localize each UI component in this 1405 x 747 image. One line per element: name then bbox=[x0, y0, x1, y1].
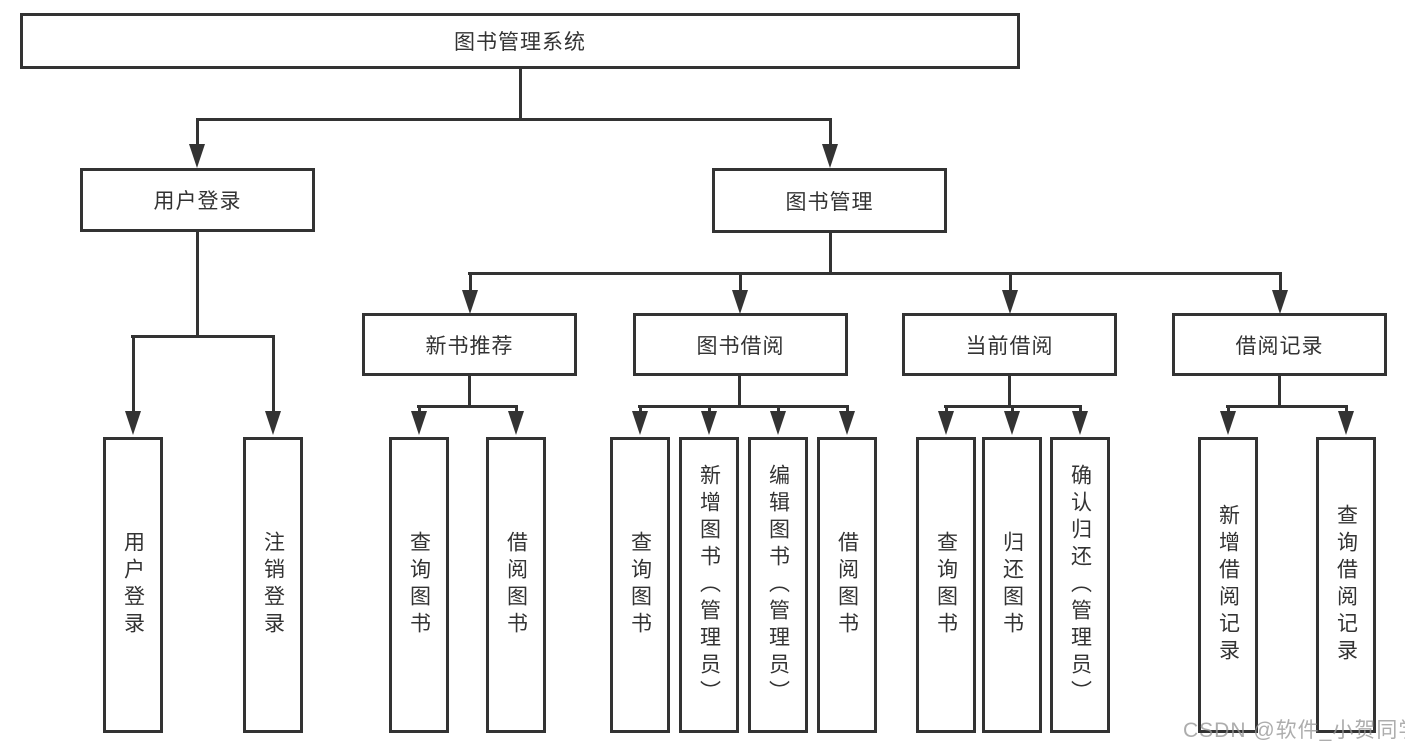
leaf-logout-label: 注销登录 bbox=[261, 531, 285, 639]
connector-arrowhead-icon bbox=[125, 411, 141, 435]
connector-arrowhead-icon bbox=[770, 411, 786, 435]
connector-arrowhead-icon bbox=[462, 290, 478, 314]
connector-arrow-shaft bbox=[1345, 405, 1348, 413]
node-borrow-records: 借阅记录 bbox=[1172, 313, 1387, 376]
leaf-recommend-query-book-label: 查询图书 bbox=[407, 531, 431, 639]
connector-vertical-line bbox=[738, 375, 741, 405]
leaf-user-login: 用户登录 bbox=[103, 437, 163, 733]
leaf-query-borrow-record: 查询借阅记录 bbox=[1316, 437, 1376, 733]
connector-arrow-shaft bbox=[515, 405, 518, 413]
connector-arrow-shaft bbox=[777, 405, 780, 413]
leaf-logout: 注销登录 bbox=[243, 437, 303, 733]
leaf-borrow-query-book: 查询图书 bbox=[610, 437, 670, 733]
node-current-borrow: 当前借阅 bbox=[902, 313, 1117, 376]
leaf-edit-book-admin: 编辑图书（管理员） bbox=[748, 437, 808, 733]
connector-horizontal-line bbox=[417, 405, 518, 408]
leaf-add-book-admin: 新增图书（管理员） bbox=[679, 437, 739, 733]
connector-vertical-line bbox=[1278, 375, 1281, 405]
leaf-query-borrow-record-label: 查询借阅记录 bbox=[1334, 504, 1358, 666]
leaf-borrow-query-book-label: 查询图书 bbox=[628, 531, 652, 639]
leaf-edit-book-admin-label: 编辑图书（管理员） bbox=[766, 463, 790, 707]
node-new-book-recommend: 新书推荐 bbox=[362, 313, 577, 376]
connector-arrow-shaft bbox=[469, 272, 472, 292]
connector-arrowhead-icon bbox=[411, 411, 427, 435]
connector-arrow-shaft bbox=[708, 405, 711, 413]
leaf-return-book-label: 归还图书 bbox=[1000, 531, 1024, 639]
connector-vertical-line bbox=[196, 231, 199, 335]
leaf-borrow-book: 借阅图书 bbox=[817, 437, 877, 733]
watermark: CSDN @软件_小贺同学 bbox=[1183, 719, 1405, 742]
connector-vertical-line bbox=[1008, 375, 1011, 405]
connector-arrowhead-icon bbox=[1272, 290, 1288, 314]
connector-arrowhead-icon bbox=[265, 411, 281, 435]
leaf-confirm-return-admin: 确认归还（管理员） bbox=[1050, 437, 1110, 733]
connector-arrowhead-icon bbox=[701, 411, 717, 435]
connector-arrowhead-icon bbox=[938, 411, 954, 435]
connector-arrow-shaft bbox=[846, 405, 849, 413]
connector-horizontal-line bbox=[638, 405, 849, 408]
connector-vertical-line bbox=[519, 69, 522, 118]
connector-arrow-shaft bbox=[739, 272, 742, 292]
node-user-login: 用户登录 bbox=[80, 168, 315, 232]
connector-arrowhead-icon bbox=[1338, 411, 1354, 435]
connector-arrow-shaft bbox=[829, 118, 832, 146]
leaf-add-book-admin-label: 新增图书（管理员） bbox=[697, 463, 721, 707]
connector-arrowhead-icon bbox=[822, 144, 838, 168]
connector-arrow-shaft bbox=[1227, 405, 1230, 413]
connector-arrowhead-icon bbox=[732, 290, 748, 314]
connector-arrowhead-icon bbox=[508, 411, 524, 435]
leaf-add-borrow-record-label: 新增借阅记录 bbox=[1216, 504, 1240, 666]
connector-arrow-shaft bbox=[1079, 405, 1082, 413]
connector-arrow-shaft bbox=[132, 335, 135, 413]
leaf-current-query-book: 查询图书 bbox=[916, 437, 976, 733]
node-book-borrow: 图书借阅 bbox=[633, 313, 848, 376]
connector-vertical-line bbox=[468, 375, 471, 405]
leaf-recommend-borrow-book: 借阅图书 bbox=[486, 437, 546, 733]
connector-arrow-shaft bbox=[945, 405, 948, 413]
node-book-management: 图书管理 bbox=[712, 168, 947, 233]
connector-arrow-shaft bbox=[1279, 272, 1282, 292]
leaf-recommend-query-book: 查询图书 bbox=[389, 437, 449, 733]
connector-arrow-shaft bbox=[418, 405, 421, 413]
leaf-borrow-book-label: 借阅图书 bbox=[835, 531, 859, 639]
connector-arrow-shaft bbox=[1009, 272, 1012, 292]
connector-arrowhead-icon bbox=[1220, 411, 1236, 435]
connector-arrowhead-icon bbox=[632, 411, 648, 435]
leaf-current-query-book-label: 查询图书 bbox=[934, 531, 958, 639]
connector-arrow-shaft bbox=[196, 118, 199, 146]
leaf-recommend-borrow-book-label: 借阅图书 bbox=[504, 531, 528, 639]
connector-arrow-shaft bbox=[1011, 405, 1014, 413]
connector-vertical-line bbox=[829, 232, 832, 272]
connector-arrowhead-icon bbox=[1072, 411, 1088, 435]
leaf-add-borrow-record: 新增借阅记录 bbox=[1198, 437, 1258, 733]
connector-arrow-shaft bbox=[639, 405, 642, 413]
leaf-user-login-label: 用户登录 bbox=[121, 531, 145, 639]
node-root: 图书管理系统 bbox=[20, 13, 1020, 69]
leaf-return-book: 归还图书 bbox=[982, 437, 1042, 733]
connector-arrowhead-icon bbox=[1002, 290, 1018, 314]
connector-arrowhead-icon bbox=[839, 411, 855, 435]
connector-horizontal-line bbox=[196, 118, 831, 121]
connector-horizontal-line bbox=[131, 335, 275, 338]
connector-horizontal-line bbox=[1226, 405, 1348, 408]
connector-arrowhead-icon bbox=[189, 144, 205, 168]
leaf-confirm-return-admin-label: 确认归还（管理员） bbox=[1068, 463, 1092, 707]
connector-arrow-shaft bbox=[272, 335, 275, 413]
connector-horizontal-line bbox=[468, 272, 1281, 275]
connector-arrowhead-icon bbox=[1004, 411, 1020, 435]
